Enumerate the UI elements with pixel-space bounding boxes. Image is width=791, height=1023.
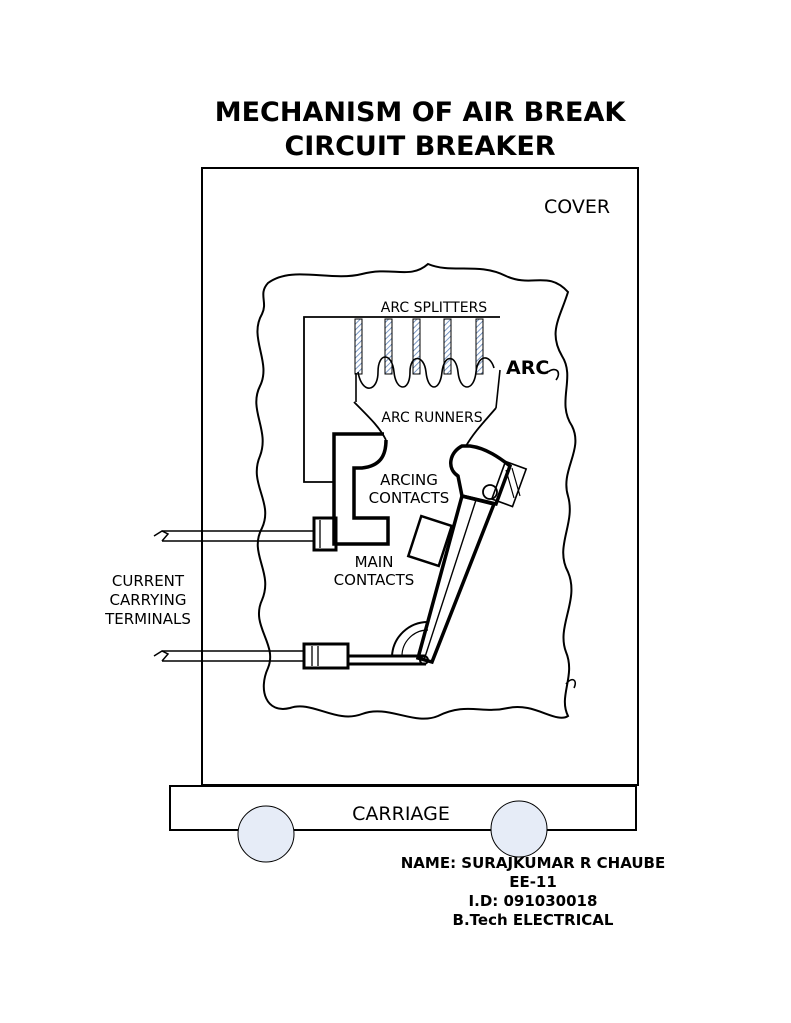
arc-label: ARC: [506, 357, 549, 379]
splitter-plate: [475, 318, 484, 375]
terminals-label-2: CARRYING: [109, 591, 186, 609]
lower-current-terminal: [153, 620, 429, 670]
arcing-contacts-label-2: CONTACTS: [369, 489, 450, 507]
spring-detail-1: [505, 469, 515, 499]
arc-chute-outline: [255, 262, 577, 720]
splitter-plate: [354, 318, 363, 375]
chute-latch-detail: [565, 678, 577, 689]
splitter-plate: [443, 318, 452, 375]
terminals-label-1: CURRENT: [112, 572, 185, 590]
fixed-arcing-contact: [332, 432, 390, 546]
title-line-1: MECHANISM OF AIR BREAK: [215, 97, 627, 128]
arc-line: [357, 356, 495, 389]
author-name: NAME: SURAJKUMAR R CHAUBE: [401, 854, 665, 872]
cover-label: COVER: [544, 196, 610, 218]
splitter-plate: [412, 318, 421, 375]
arc-splitters-frame: [303, 316, 500, 483]
arc-splitters-label: ARC SPLITTERS: [381, 300, 488, 316]
author-id: I.D: 091030018: [469, 892, 598, 910]
arc-runners-label: ARC RUNNERS: [381, 410, 482, 426]
moving-contact-spring-box: [490, 460, 528, 508]
upper-current-terminal: [153, 516, 338, 552]
left-arc-runner-curve: [353, 401, 387, 441]
arc-splitter-plates: [354, 318, 484, 375]
spring-detail-2: [511, 467, 521, 497]
moving-arm-inner: [423, 499, 477, 661]
main-moving-contact-block: [406, 514, 454, 568]
right-arc-runner: [495, 369, 501, 409]
main-contacts-label-2: CONTACTS: [334, 571, 415, 589]
pivot-spring: [482, 484, 498, 500]
author-class: EE-11: [509, 873, 557, 891]
arcing-contacts-label-1: ARCING: [380, 471, 438, 489]
moving-contact-head: [449, 444, 513, 507]
author-course: B.Tech ELECTRICAL: [453, 911, 614, 929]
title-line-2: CIRCUIT BREAKER: [284, 131, 555, 162]
right-arc-runner-curve: [465, 407, 497, 447]
main-contacts-label-1: MAIN: [355, 553, 394, 571]
carriage-wheel-left: [237, 805, 295, 863]
carriage-label: CARRIAGE: [352, 803, 450, 825]
terminals-label-3: TERMINALS: [104, 610, 191, 628]
arc-label-pointer: [547, 368, 560, 381]
carriage-wheel-right: [490, 800, 548, 858]
splitter-plate: [384, 318, 393, 375]
moving-contact-arm: [415, 493, 497, 665]
